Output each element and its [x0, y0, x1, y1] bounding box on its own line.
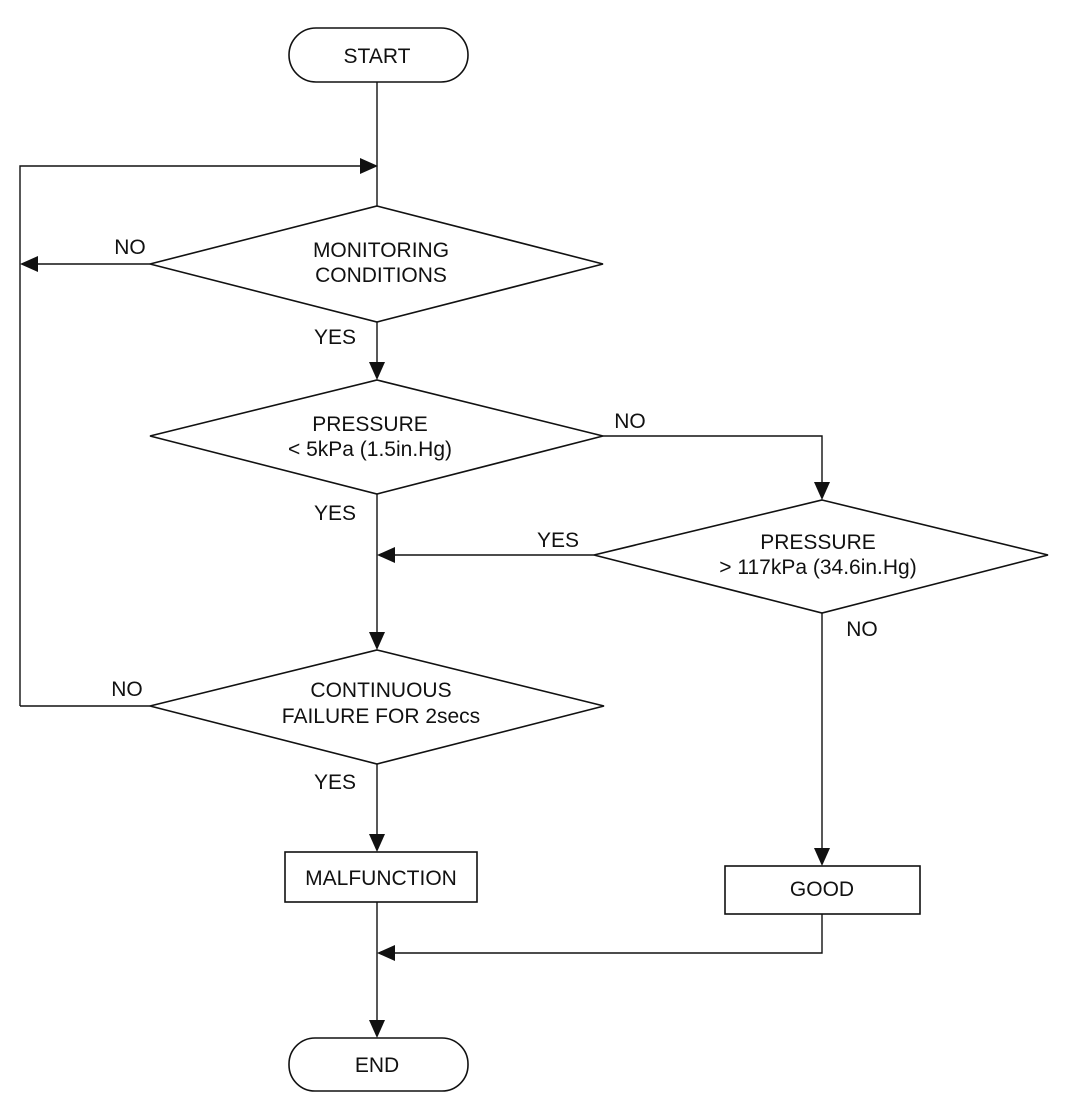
- pressure-high-line-2: > 117kPa (34.6in.Hg): [719, 556, 916, 579]
- pressure-high-no-label: NO: [846, 618, 878, 641]
- arrowhead-loop-down: [360, 158, 378, 174]
- monitoring-no-label: NO: [114, 236, 146, 259]
- malfunction-label: MALFUNCTION: [305, 867, 457, 890]
- connector-pressure-low-no: [603, 435, 823, 482]
- malfunction-box: MALFUNCTION: [284, 851, 478, 903]
- continuous-no-label: NO: [111, 678, 143, 701]
- decision-pressure-high: PRESSURE > 117kPa (34.6in.Hg): [593, 499, 1049, 614]
- end-label: END: [355, 1054, 399, 1077]
- start-terminal: START: [288, 27, 469, 83]
- start-label: START: [344, 45, 411, 68]
- arrowhead-pressure-low-no: [814, 482, 830, 500]
- continuous-line-1: CONTINUOUS: [310, 679, 451, 702]
- monitoring-line-2: CONDITIONS: [315, 264, 447, 287]
- arrowhead-end: [369, 1020, 385, 1038]
- monitoring-line-1: MONITORING: [313, 239, 449, 262]
- pressure-low-yes-label: YES: [314, 502, 356, 525]
- continuous-yes-label: YES: [314, 771, 356, 794]
- end-terminal: END: [288, 1037, 469, 1092]
- arrowhead-pressure-high-yes: [377, 547, 395, 563]
- arrowhead-pressure-low-yes: [369, 632, 385, 650]
- monitoring-yes-label: YES: [314, 326, 356, 349]
- arrowheads: [20, 158, 830, 1038]
- connector-good-to-merge: [395, 914, 823, 954]
- good-box: GOOD: [724, 865, 921, 915]
- arrowhead-monitoring-yes: [369, 362, 385, 380]
- pressure-low-line-2: < 5kPa (1.5in.Hg): [288, 438, 452, 461]
- pressure-high-yes-label: YES: [537, 529, 579, 552]
- pressure-high-line-1: PRESSURE: [760, 531, 876, 554]
- arrowhead-pressure-high-no: [814, 848, 830, 866]
- good-label: GOOD: [790, 878, 854, 901]
- pressure-low-no-label: NO: [614, 410, 646, 433]
- branch-labels: NO YES NO YES YES NO NO YES: [111, 236, 878, 794]
- continuous-line-2: FAILURE FOR 2secs: [282, 705, 480, 728]
- pressure-low-line-1: PRESSURE: [312, 413, 428, 436]
- arrowhead-good-merge: [377, 945, 395, 961]
- arrowhead-continuous-yes: [369, 834, 385, 852]
- decision-continuous-failure: CONTINUOUS FAILURE FOR 2secs: [149, 649, 605, 765]
- arrowhead-monitoring-no: [20, 256, 38, 272]
- decision-monitoring-conditions: MONITORING CONDITIONS: [149, 205, 604, 323]
- connectors: [19, 82, 823, 1020]
- decision-pressure-low: PRESSURE < 5kPa (1.5in.Hg): [149, 379, 604, 495]
- connector-loop-back: [19, 165, 360, 706]
